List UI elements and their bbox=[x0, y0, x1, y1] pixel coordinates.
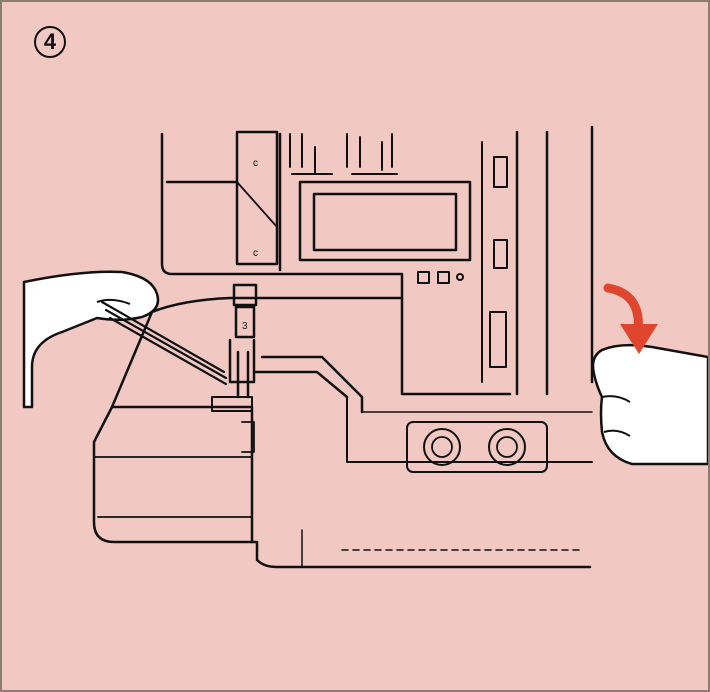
right-hand bbox=[591, 343, 708, 466]
left-hand bbox=[22, 270, 160, 409]
step-number: 4 bbox=[43, 29, 57, 54]
svg-text:c: c bbox=[253, 248, 258, 259]
bobbin-area bbox=[406, 421, 548, 473]
svg-text:3: 3 bbox=[242, 321, 248, 332]
step-number-badge: 4 bbox=[34, 26, 66, 58]
machine-base bbox=[92, 396, 593, 569]
side-controls bbox=[481, 141, 508, 383]
screwdriver-tool bbox=[100, 300, 228, 386]
svg-text:c: c bbox=[253, 158, 258, 169]
curved-down-arrow-icon bbox=[603, 283, 658, 354]
thread-guides bbox=[289, 133, 398, 175]
needle-bar-housing: c c bbox=[235, 130, 279, 266]
presser-foot: 3 bbox=[211, 283, 258, 412]
machine-head bbox=[160, 125, 594, 396]
control-buttons bbox=[417, 271, 464, 284]
display-window bbox=[298, 180, 472, 262]
sewing-bed bbox=[110, 296, 404, 414]
